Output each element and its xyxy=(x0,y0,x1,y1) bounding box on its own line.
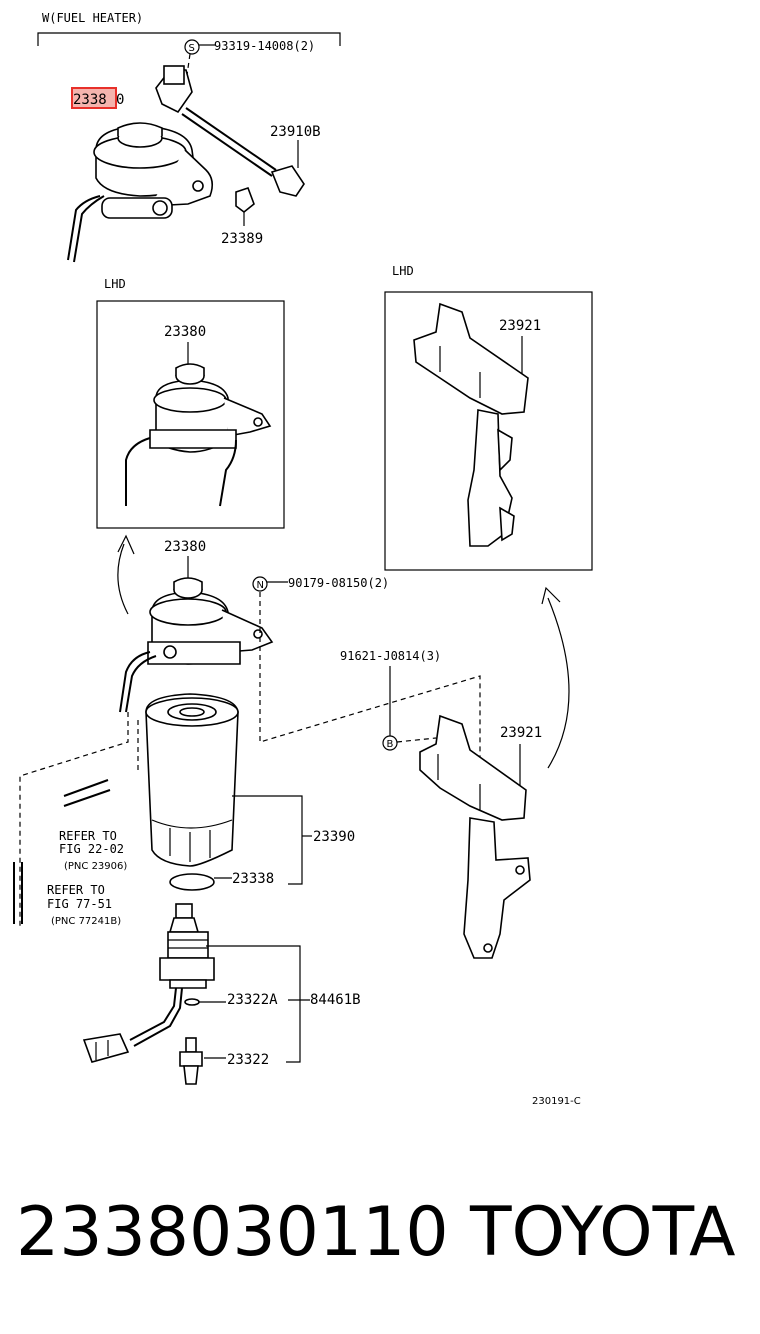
callout-bracket: 23921 xyxy=(500,725,542,741)
callout-bolt-bracket: 91621-J0814(3) xyxy=(340,649,441,663)
fuel-heater-pump-assembly xyxy=(67,122,214,263)
refer1-line2: FIG 22-02 xyxy=(59,842,124,856)
variant-bracket xyxy=(37,32,341,46)
callout-nut: 90179-08150(2) xyxy=(288,576,389,590)
dashed-leader xyxy=(259,592,481,760)
refer1-line1: REFER TO xyxy=(59,829,117,843)
fuel-hose xyxy=(63,779,109,797)
arrow-to-lhd-right xyxy=(547,597,570,769)
highlighted-part-label: 2338 xyxy=(73,92,107,108)
callout-kit: 84461B xyxy=(310,992,361,1008)
lhd-left-part: 23380 xyxy=(164,324,206,340)
lhd-left-box xyxy=(96,300,285,529)
lhd-right-title: LHD xyxy=(392,264,414,278)
highlighted-part-label-suffix: 0 xyxy=(116,92,124,108)
o-ring-23338 xyxy=(169,873,215,891)
variant-note: W(FUEL HEATER) xyxy=(42,11,143,25)
highlight-box[interactable] xyxy=(71,87,117,109)
diagram-code: 230191-C xyxy=(532,1096,581,1107)
lhd-right-box xyxy=(384,291,593,571)
svg-text:S: S xyxy=(189,43,195,54)
fuel-filter-23390 xyxy=(145,693,239,867)
clip-23389 xyxy=(235,186,255,214)
arrow-head xyxy=(541,586,561,605)
svg-text:B: B xyxy=(387,739,394,750)
footer-brand: TOYOTA xyxy=(469,1193,735,1272)
refer2-line1: REFER TO xyxy=(47,883,105,897)
mounting-bracket-23921 xyxy=(419,714,531,959)
filter-bracket-line xyxy=(232,795,303,885)
lhd-left-title: LHD xyxy=(104,277,126,291)
callout-harness: 23910B xyxy=(270,124,321,140)
refer2-line2: FIG 77-51 xyxy=(47,897,112,911)
callout-bolt-top: 93319-14008(2) xyxy=(214,39,315,53)
main-pump-assembly xyxy=(119,577,274,713)
svg-text:N: N xyxy=(257,580,264,591)
sensor-bracket-line xyxy=(206,945,301,1063)
arrow-head xyxy=(117,534,135,555)
callout-o-ring-small: 23322A xyxy=(227,992,278,1008)
wire-harness-23910B xyxy=(155,65,305,197)
fuel-hose xyxy=(63,789,111,807)
refer2-line3: (PNC 77241B) xyxy=(51,916,121,927)
sensor-23322 xyxy=(179,1037,203,1085)
refer1-line3: (PNC 23906) xyxy=(64,861,127,872)
footer-part-number: 2338030110 xyxy=(16,1193,449,1272)
callout-main-part: 23380 xyxy=(164,539,206,555)
lhd-pump-assembly xyxy=(125,363,272,507)
dashed-leader xyxy=(19,712,129,926)
water-sensor-assembly xyxy=(82,903,215,1063)
callout-sensor: 23322 xyxy=(227,1052,269,1068)
callout-filter: 23390 xyxy=(313,829,355,845)
symbol-b-icon: B xyxy=(382,735,398,751)
callout-o-ring: 23338 xyxy=(232,871,274,887)
dashed-leader xyxy=(396,737,437,743)
symbol-s-icon: S xyxy=(184,39,200,55)
lhd-right-part: 23921 xyxy=(499,318,541,334)
arrow-to-lhd-left xyxy=(117,543,129,615)
lhd-bracket xyxy=(413,302,529,547)
callout-clip: 23389 xyxy=(221,231,263,247)
symbol-n-icon: N xyxy=(252,576,268,592)
o-ring-23322A xyxy=(184,998,200,1006)
